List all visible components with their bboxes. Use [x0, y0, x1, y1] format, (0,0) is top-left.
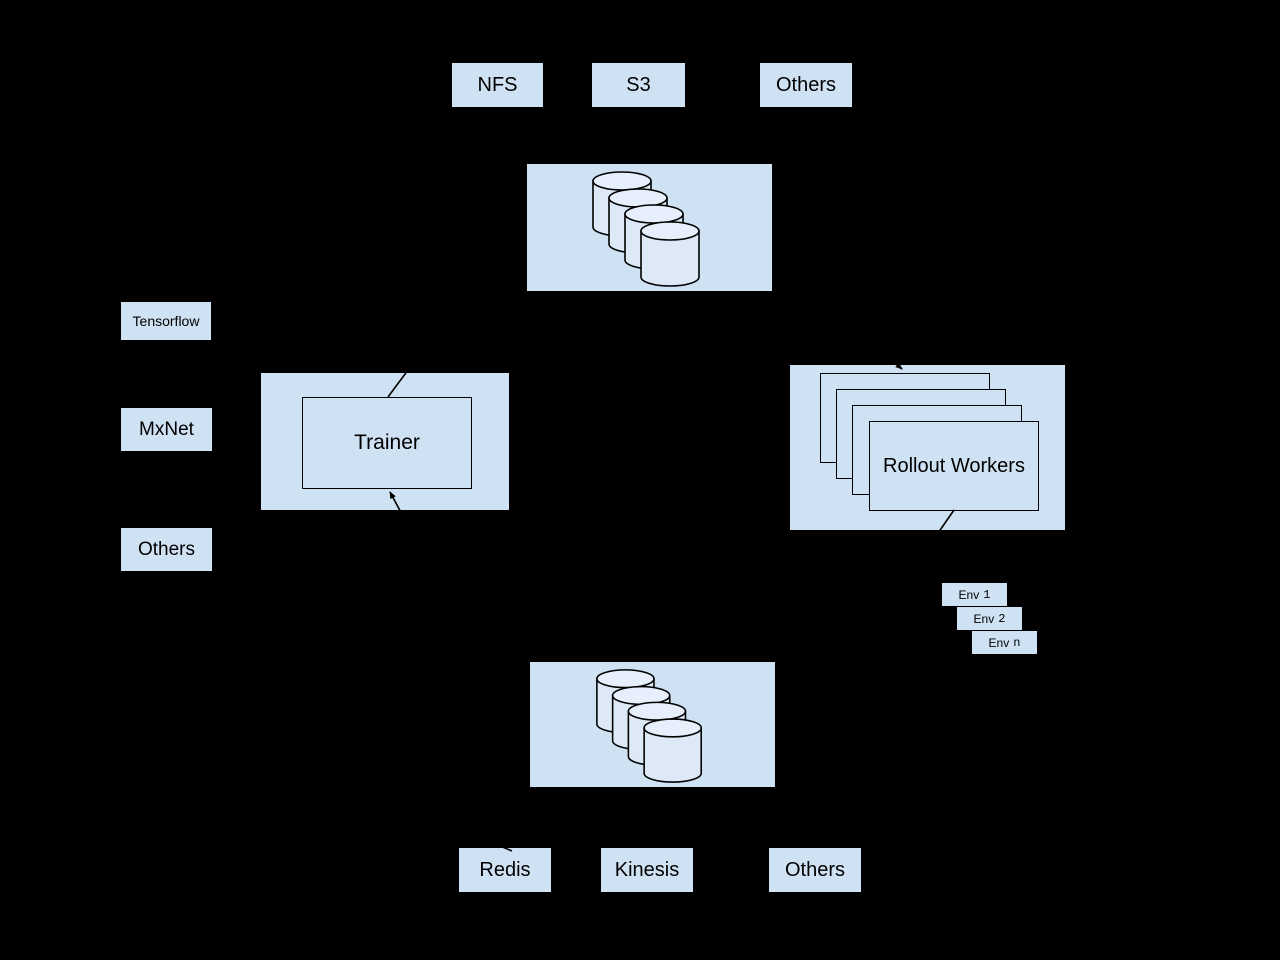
node-experience-storage [530, 662, 775, 787]
env-index: n [1013, 635, 1021, 650]
node-rollout-workers: Rollout Workers [869, 421, 1039, 511]
node-s3: S3 [592, 63, 685, 107]
node-others-queue: Others [769, 848, 861, 892]
node-others-framework: Others [121, 528, 212, 571]
node-tensorflow: Tensorflow [121, 302, 211, 340]
node-nfs: NFS [452, 63, 543, 107]
node-trainer: Trainer [302, 397, 472, 489]
env-label: Env [958, 587, 980, 602]
env-index: 2 [998, 611, 1006, 626]
node-mxnet: MxNet [121, 408, 212, 451]
node-others-storage: Others [760, 63, 852, 107]
experience-storage-in-arrow [778, 714, 801, 723]
node-env-n: Env n [972, 631, 1037, 654]
env-index: 1 [983, 587, 991, 602]
node-model-storage [527, 164, 772, 291]
database-cluster-icon [592, 171, 700, 287]
node-redis: Redis [459, 848, 551, 892]
env-label: Env [973, 611, 995, 626]
node-env-2: Env 2 [957, 607, 1022, 630]
node-env-1: Env 1 [942, 583, 1007, 606]
node-kinesis: Kinesis [601, 848, 693, 892]
env-label: Env [988, 635, 1010, 650]
database-cluster-icon [596, 669, 703, 783]
